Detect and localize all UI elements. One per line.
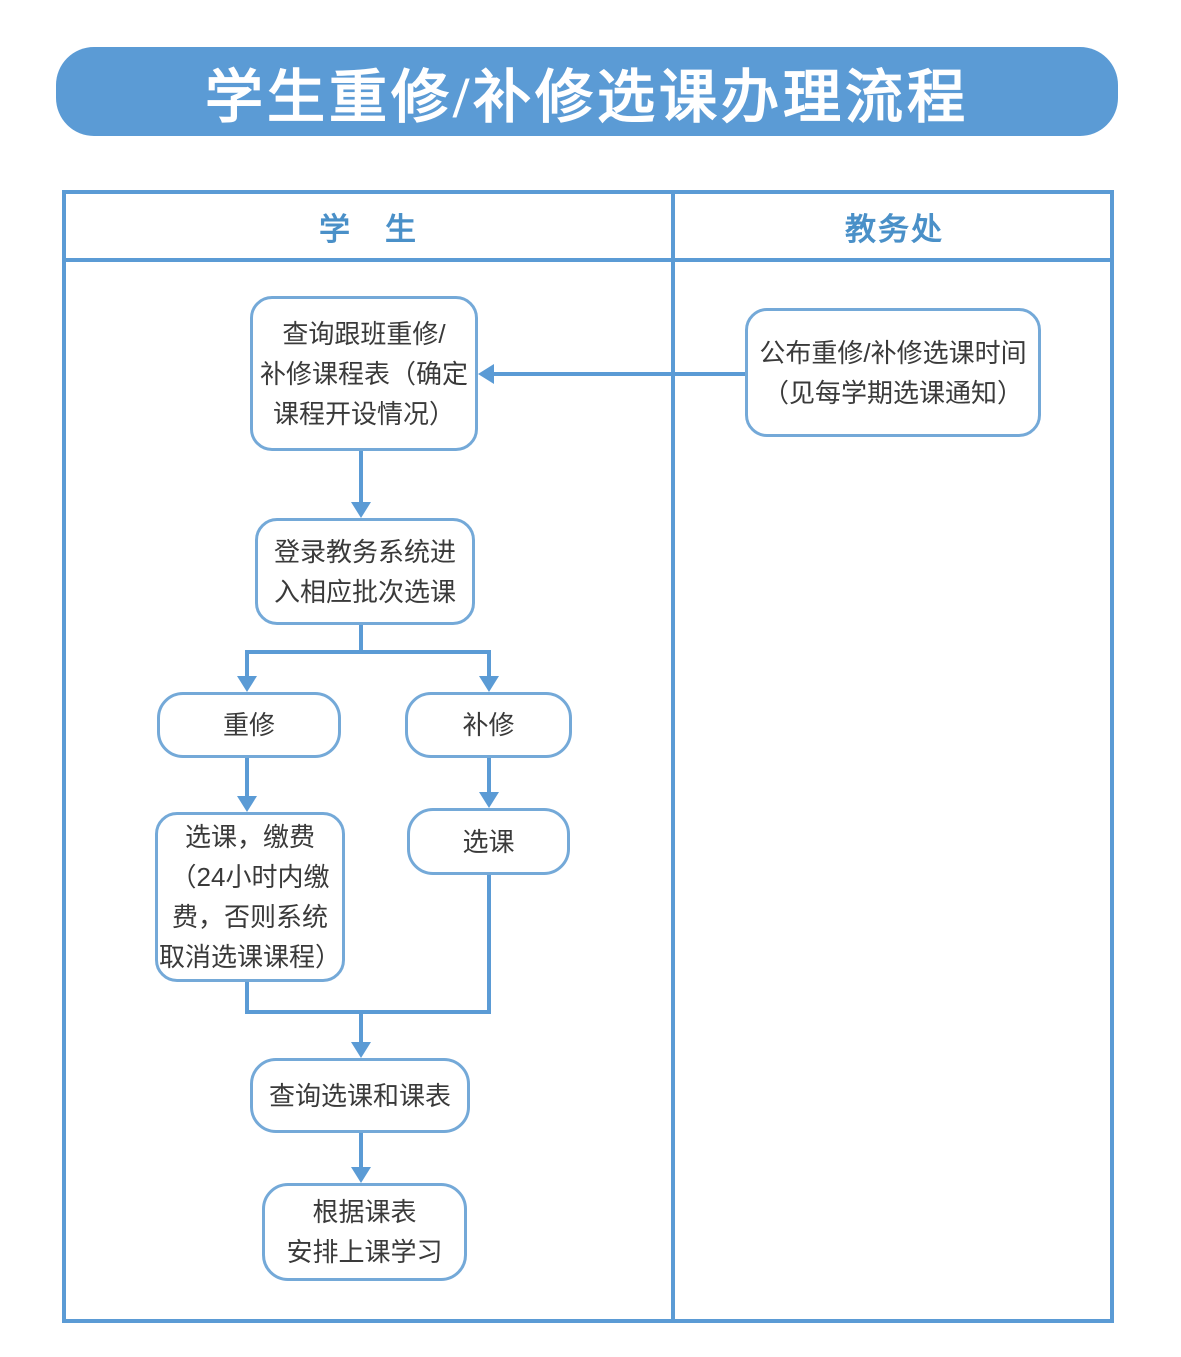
node-makeup: 补修: [405, 692, 572, 758]
node-select-and-pay: 选课，缴费 （24小时内缴 费，否则系统 取消选课课程）: [155, 812, 345, 982]
connector-login-to-split-line: [359, 625, 363, 654]
node-query-course-schedule: 查询跟班重修/ 补修课程表（确定 课程开设情况）: [250, 296, 478, 451]
connector-makeup-to-select-arrowhead: [479, 792, 499, 808]
connector-split-to-retake-arrowhead: [237, 676, 257, 692]
node-retake: 重修: [157, 692, 341, 758]
connector-query-to-login-arrowhead: [351, 502, 371, 518]
connector-merge-to-check-arrowhead: [351, 1042, 371, 1058]
connector-select-to-merge-line: [487, 875, 491, 1014]
connector-split-bar: [245, 650, 491, 654]
connector-split-to-makeup-arrowhead: [479, 676, 499, 692]
connector-query-to-login-line: [359, 451, 363, 502]
node-announce-selection-time: 公布重修/补修选课时间 （见每学期选课通知）: [745, 308, 1041, 437]
title-banner: 学生重修/补修选课办理流程: [56, 47, 1118, 136]
connector-split-to-retake-line: [245, 650, 249, 676]
node-select-course: 选课: [407, 808, 570, 875]
connector-check-to-attend-line: [359, 1133, 363, 1167]
node-check-selection-timetable: 查询选课和课表: [250, 1058, 470, 1133]
header-separator: [62, 258, 1114, 262]
node-attend-class: 根据课表 安排上课学习: [262, 1183, 467, 1281]
connector-check-to-attend-arrowhead: [351, 1167, 371, 1183]
connector-retake-to-selectpay-line: [245, 758, 249, 796]
connector-selectpay-to-merge-line: [245, 982, 249, 1014]
connector-merge-bar: [245, 1010, 491, 1014]
column-header-student: 学 生: [319, 211, 418, 247]
connector-announce-to-query-arrowhead: [478, 364, 494, 384]
column-divider: [671, 190, 675, 1323]
connector-split-to-makeup-line: [487, 650, 491, 676]
connector-announce-to-query-line: [494, 372, 745, 376]
connector-merge-to-check-line: [359, 1010, 363, 1042]
node-login-system: 登录教务系统进 入相应批次选课: [255, 518, 475, 625]
connector-retake-to-selectpay-arrowhead: [237, 796, 257, 812]
connector-makeup-to-select-line: [487, 758, 491, 792]
column-header-academic-office: 教务处: [845, 211, 944, 247]
page-title: 学生重修/补修选课办理流程: [204, 64, 970, 130]
